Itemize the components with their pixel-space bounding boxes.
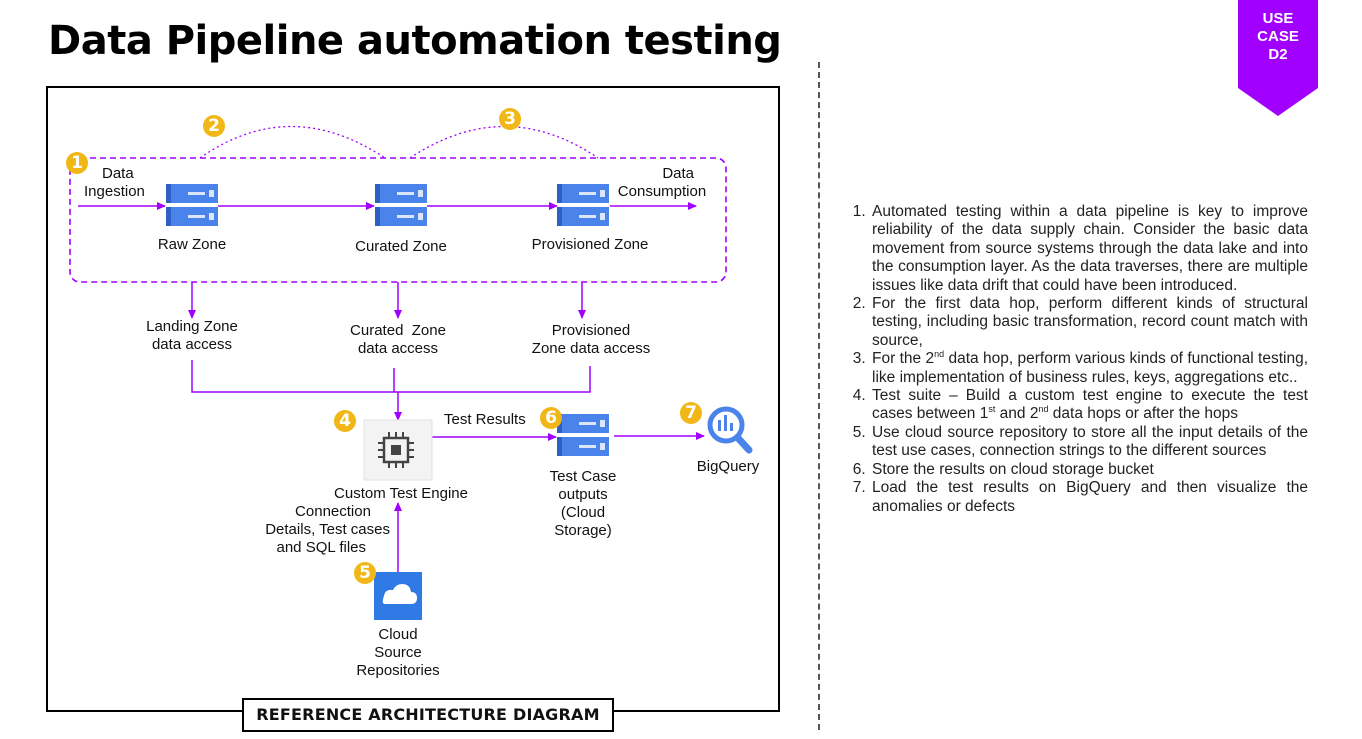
- custom-test-engine-label: Custom Test Engine: [334, 485, 468, 502]
- step-badge-4: 4: [334, 410, 356, 432]
- hop-arc-1: [199, 125, 386, 159]
- list-item: Store the results on cloud storage bucke…: [870, 461, 1308, 479]
- provisioned-zone-server-icon: [557, 184, 609, 226]
- list-item: Use cloud source repository to store all…: [870, 424, 1308, 461]
- step-badge-3: 3: [499, 108, 521, 130]
- provisioned-zone-label: Provisioned Zone: [531, 236, 649, 253]
- curated-zone-access-label: Curated Zone data access: [350, 322, 446, 357]
- zones-group-dashed: [69, 157, 727, 283]
- bigquery-label: BigQuery: [696, 458, 760, 475]
- provisioned-zone-access-label: Provisioned Zone data access: [531, 322, 651, 357]
- test-results-label: Test Results: [444, 411, 526, 428]
- step-badge-1: 1: [66, 152, 88, 174]
- cloud-icon: [374, 572, 422, 620]
- hop-arc-2: [409, 125, 599, 159]
- page-title: Data Pipeline automation testing: [48, 18, 782, 64]
- explanation-list: Automated testing within a data pipeline…: [836, 203, 1308, 516]
- access-collector-line: [191, 360, 591, 393]
- test-case-outputs-label: Test Case outputs (Cloud Storage): [549, 468, 617, 539]
- list-item: For the 2nd data hop, perform various ki…: [870, 350, 1308, 387]
- step-badge-2: 2: [203, 115, 225, 137]
- raw-zone-label: Raw Zone: [157, 236, 227, 253]
- connection-details-label: Connection Details, Test cases and SQL f…: [265, 503, 390, 556]
- vertical-separator: [818, 62, 820, 730]
- list-item: For the first data hop, perform differen…: [870, 295, 1308, 350]
- raw-zone-server-icon: [166, 184, 218, 226]
- list-item: Automated testing within a data pipeline…: [870, 203, 1308, 295]
- cloud-source-repositories-label: Cloud Source Repositories: [356, 626, 440, 679]
- badge-ribbon-shape: [1238, 0, 1318, 116]
- curated-zone-label: Curated Zone: [355, 238, 447, 255]
- step-badge-6: 6: [540, 407, 562, 429]
- data-consumption-label: Data Consumption: [617, 165, 707, 200]
- bigquery-icon: [707, 406, 753, 454]
- list-item: Load the test results on BigQuery and th…: [870, 479, 1308, 516]
- step-badge-7: 7: [680, 402, 702, 424]
- use-case-badge: USE CASE D2: [1238, 0, 1318, 118]
- badge-line-2: CASE: [1257, 28, 1299, 45]
- cloud-storage-server-icon: [557, 414, 609, 456]
- step-badge-5: 5: [354, 562, 376, 584]
- list-item: Test suite – Build a custom test engine …: [870, 387, 1308, 424]
- reference-architecture-label: REFERENCE ARCHITECTURE DIAGRAM: [242, 698, 614, 732]
- data-ingestion-label: Data Ingestion: [84, 165, 145, 200]
- landing-zone-access-label: Landing Zone data access: [146, 318, 238, 353]
- processor-chip-icon: [363, 419, 433, 481]
- badge-line-3: D2: [1268, 46, 1288, 63]
- curated-zone-server-icon: [375, 184, 427, 226]
- badge-line-1: USE: [1262, 10, 1294, 27]
